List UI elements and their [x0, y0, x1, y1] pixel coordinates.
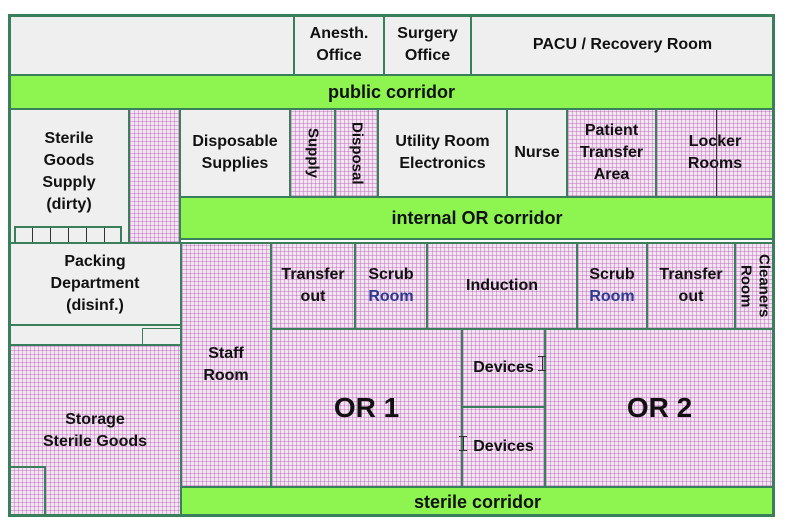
storage-sterile-goods-label: Storage Sterile Goods	[42, 410, 148, 450]
conveyor-stem-4	[86, 228, 87, 244]
pacu-label: PACU / Recovery Room	[532, 36, 713, 53]
cleaners-room-label-2: Room	[737, 264, 755, 308]
or-2: OR 2	[544, 328, 775, 488]
surgery-office-label-2: Office	[404, 47, 451, 64]
internal-or-corridor-label: internal OR corridor	[391, 208, 563, 228]
locker-rooms-label: Locker Rooms	[687, 133, 743, 172]
nurse-room: Nurse	[506, 108, 568, 198]
devices-top-label: Devices	[473, 359, 534, 376]
disposable-supplies: Disposable Supplies	[179, 108, 291, 198]
cleaners-room-label-1: Cleaners	[755, 254, 773, 318]
supply-label: Supply	[304, 127, 322, 178]
packing-department-label: Packing Department (disinf.)	[50, 253, 140, 314]
patient-transfer-area-label: Patient Transfer Area	[579, 122, 644, 183]
disposal-room: Disposal	[334, 108, 379, 198]
devices-bottom-label: Devices	[473, 438, 534, 455]
sterile-corridor-label: sterile corridor	[413, 491, 542, 512]
public-corridor: public corridor	[8, 74, 775, 110]
cleaners-room: Room Cleaners	[734, 242, 775, 330]
door-mark	[463, 436, 464, 450]
supply-room: Supply	[289, 108, 336, 198]
conveyor-stem-1	[32, 228, 33, 244]
storage-lock	[8, 466, 46, 517]
locker-divider	[716, 110, 717, 196]
conveyor-stem-2	[50, 228, 51, 244]
utility-room-electronics: Utility Room Electronics	[377, 108, 508, 198]
scrub-room-left-label-2: Room	[368, 288, 414, 305]
induction-room: Induction	[426, 242, 578, 330]
transfer-out-left-label: Transfer out	[281, 266, 345, 305]
scrub-room-right-label-2: Room	[589, 288, 635, 305]
door-mark	[459, 450, 467, 451]
door-mark	[459, 436, 467, 437]
scrub-room-left: Scrub Room	[354, 242, 428, 330]
or-1-label: OR 1	[333, 392, 400, 423]
disposal-label: Disposal	[348, 121, 366, 185]
sterile-goods-supply-label: Sterile Goods Supply (dirty)	[42, 130, 96, 213]
anesth-office-label-2: Office	[316, 47, 362, 64]
surgery-office-label-1: Surgery	[397, 25, 458, 42]
supply-shaft	[128, 108, 181, 244]
utility-room-label: Utility Room Electronics	[395, 133, 490, 172]
or-2-label: OR 2	[626, 392, 693, 423]
patient-transfer-area: Patient Transfer Area	[566, 108, 657, 198]
staff-room-label: Staff Room	[203, 345, 249, 384]
internal-or-corridor: internal OR corridor	[179, 196, 775, 240]
door-mark	[538, 356, 546, 357]
top-left-area	[8, 14, 295, 76]
locker-rooms: Locker Rooms	[655, 108, 775, 198]
nurse-label: Nurse	[514, 144, 560, 161]
transfer-out-right-label: Transfer out	[659, 266, 723, 305]
induction-label: Induction	[466, 277, 538, 294]
transfer-out-right: Transfer out	[646, 242, 736, 330]
devices-bottom: Devices	[461, 406, 546, 488]
scrub-room-right: Scrub Room	[576, 242, 648, 330]
disposable-supplies-label: Disposable Supplies	[192, 133, 278, 172]
pacu-recovery-room: PACU / Recovery Room	[470, 14, 775, 76]
anesth-office: Anesth. Office	[293, 14, 385, 76]
door-mark	[542, 356, 543, 370]
sterile-corridor: sterile corridor	[180, 486, 775, 517]
door-mark	[538, 370, 546, 371]
sterile-goods-supply: Sterile Goods Supply (dirty)	[8, 108, 130, 244]
conveyor-stem-3	[68, 228, 69, 244]
staff-room: Staff Room	[180, 242, 272, 488]
transfer-out-left: Transfer out	[270, 242, 356, 330]
public-corridor-label: public corridor	[327, 82, 455, 102]
devices-top: Devices	[461, 328, 546, 408]
packing-department: Packing Department (disinf.)	[8, 242, 182, 326]
scrub-room-right-label-1: Scrub	[589, 266, 635, 283]
surgery-office: Surgery Office	[383, 14, 472, 76]
or-1: OR 1	[270, 328, 463, 488]
scrub-room-left-label-1: Scrub	[368, 266, 414, 283]
anesth-office-label-1: Anesth.	[309, 25, 369, 42]
conveyor-stem-5	[104, 228, 105, 244]
